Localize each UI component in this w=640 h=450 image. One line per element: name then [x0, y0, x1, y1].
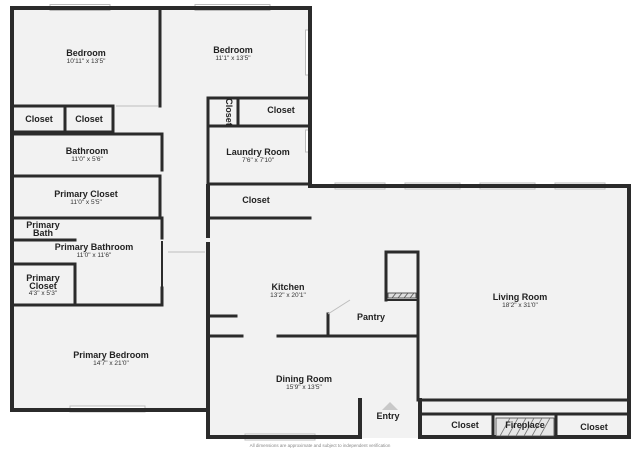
closet-4-label: Closet	[242, 195, 270, 205]
primary-bath-label-2: Bath	[33, 228, 53, 238]
primary-closet-small-label-2: Closet	[29, 281, 57, 291]
closet-3-label: Closet	[267, 105, 295, 115]
primary-closet-small-label-1: Primary	[26, 273, 60, 283]
walls	[10, 6, 631, 439]
entry-arrow	[382, 402, 398, 410]
kitchen-label: Kitchen	[271, 282, 304, 292]
pantry-shelf-hatch	[387, 292, 417, 299]
pantry-label: Pantry	[357, 312, 385, 322]
bathroom-dims: 11'0" x 5'6"	[71, 156, 103, 163]
entry-label: Entry	[376, 411, 399, 421]
bedroom-left-dims: 10'11" x 13'5"	[67, 58, 106, 65]
closet-5-label: Closet	[451, 420, 479, 430]
bathroom-label: Bathroom	[66, 146, 109, 156]
closet-vertical-label: Closet	[224, 98, 234, 126]
primary-bathroom-dims: 11'0" x 11'6"	[77, 252, 112, 259]
primary-bath-label-1: Primary	[26, 220, 60, 230]
door-details	[116, 105, 351, 315]
fireplace-label: Fireplace	[505, 420, 545, 430]
room-labels: Bedroom 10'11" x 13'5" Bedroom 11'1" x 1…	[25, 45, 608, 448]
fireplace-hatch	[495, 417, 555, 437]
dining-room-dims: 15'9" x 13'5"	[286, 384, 322, 391]
living-room-label: Living Room	[493, 292, 548, 302]
primary-bedroom-label: Primary Bedroom	[73, 350, 149, 360]
closet-2-label: Closet	[75, 114, 103, 124]
living-room-dims: 18'2" x 31'0"	[502, 302, 538, 309]
laundry-dims: 7'6" x 7'10"	[242, 157, 275, 164]
laundry-label: Laundry Room	[226, 147, 290, 157]
bedroom-right-label: Bedroom	[213, 45, 253, 55]
primary-closet-small-dims: 4'3" x 5'3"	[29, 290, 58, 297]
dining-room-label: Dining Room	[276, 374, 332, 384]
primary-bathroom-label: Primary Bathroom	[55, 242, 134, 252]
primary-closet-label: Primary Closet	[54, 189, 118, 199]
closet-1-label: Closet	[25, 114, 53, 124]
primary-closet-dims: 11'0" x 5'5"	[70, 199, 102, 206]
primary-bedroom-dims: 14'7" x 21'0"	[93, 360, 129, 367]
kitchen-dims: 13'2" x 20'1"	[270, 292, 306, 299]
closet-6-label: Closet	[580, 422, 608, 432]
bedroom-left-label: Bedroom	[66, 48, 106, 58]
bedroom-right-dims: 11'1" x 13'5"	[215, 55, 251, 62]
disclaimer-text: All dimensions are approximate and subje…	[250, 443, 391, 448]
